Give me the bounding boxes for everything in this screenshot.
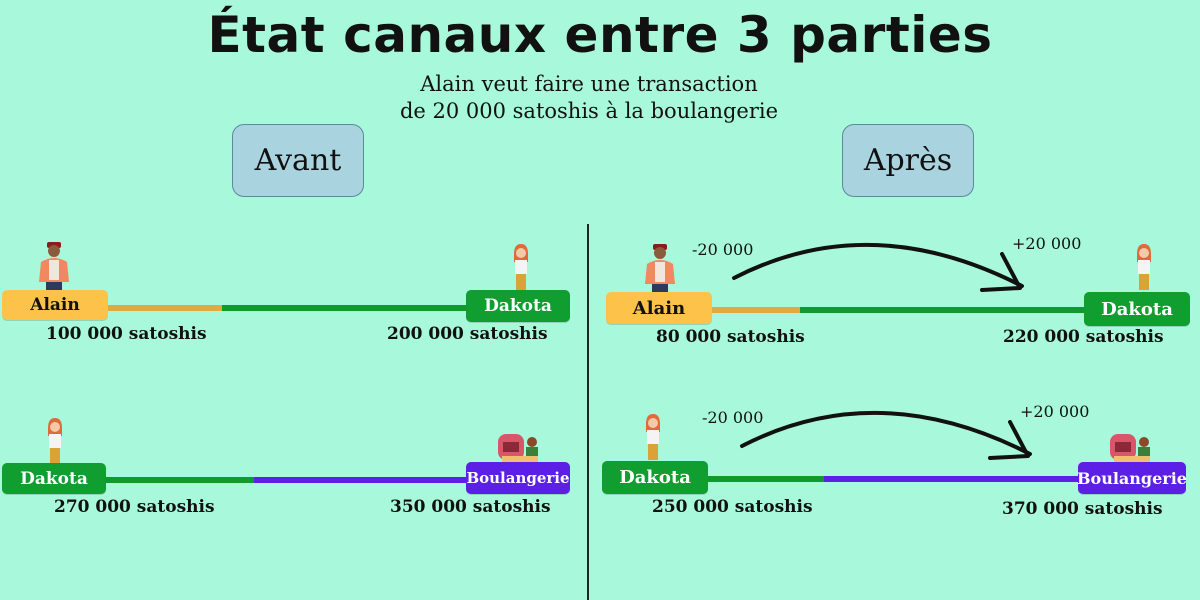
after-c1-alain-delta: -20 000 (692, 240, 754, 259)
before-c1-dakota-amount: 200 000 satoshis (387, 324, 548, 344)
after-c1-dakota-tag: Dakota (1084, 292, 1190, 326)
after-c1-left-balance-bar (708, 307, 800, 313)
before-c2-left-balance-bar (100, 477, 254, 483)
after-c1-dakota-delta: +20 000 (1012, 234, 1082, 253)
alain-person-icon (39, 242, 69, 292)
after-c1-right-balance-bar (800, 307, 1090, 313)
dakota-person-icon (646, 414, 660, 460)
before-c2-dakota-amount: 270 000 satoshis (54, 497, 215, 517)
vertical-divider (587, 224, 589, 600)
after-c2-boulangerie-delta: +20 000 (1020, 402, 1090, 421)
subtitle-line-1: Alain veut faire une transaction (420, 72, 758, 96)
subtitle-line-2: de 20 000 satoshis à la boulangerie (399, 99, 779, 123)
before-c2-boulangerie-amount: 350 000 satoshis (390, 497, 551, 517)
after-c1-alain-tag: Alain (606, 292, 712, 324)
after-c2-left-balance-bar (708, 476, 824, 482)
after-c1-transfer-arrow (732, 243, 1024, 292)
before-c1-alain-tag: Alain (2, 290, 108, 320)
after-c1-dakota-amount: 220 000 satoshis (1003, 327, 1164, 347)
bakery-stall-icon (498, 434, 538, 462)
after-c2-dakota-tag: Dakota (602, 461, 708, 494)
dakota-person-icon (48, 418, 62, 464)
after-c2-transfer-arrow (740, 411, 1032, 460)
after-c2-boulangerie-amount: 370 000 satoshis (1002, 499, 1163, 519)
dakota-person-icon (514, 244, 528, 290)
before-c1-right-balance-bar (222, 305, 474, 311)
after-panel-label: Après (842, 124, 974, 197)
after-c2-dakota-amount: 250 000 satoshis (652, 497, 813, 517)
before-c2-dakota-tag: Dakota (2, 463, 106, 494)
page-title: État canaux entre 3 parties (207, 6, 993, 64)
after-c1-alain-amount: 80 000 satoshis (656, 327, 805, 347)
dakota-person-icon (1137, 244, 1151, 290)
after-c2-dakota-delta: -20 000 (702, 408, 764, 427)
before-panel-label: Avant (232, 124, 364, 197)
alain-person-icon (645, 244, 675, 294)
bakery-stall-icon (1110, 434, 1150, 462)
before-c2-right-balance-bar (254, 477, 470, 483)
after-c2-boulangerie-tag: Boulangerie (1077, 462, 1187, 494)
before-c2-boulangerie-tag: Boulangerie (466, 462, 570, 494)
before-c1-left-balance-bar (100, 305, 222, 311)
before-c1-alain-amount: 100 000 satoshis (46, 324, 207, 344)
after-c2-right-balance-bar (824, 476, 1086, 482)
before-c1-dakota-tag: Dakota (466, 290, 570, 322)
